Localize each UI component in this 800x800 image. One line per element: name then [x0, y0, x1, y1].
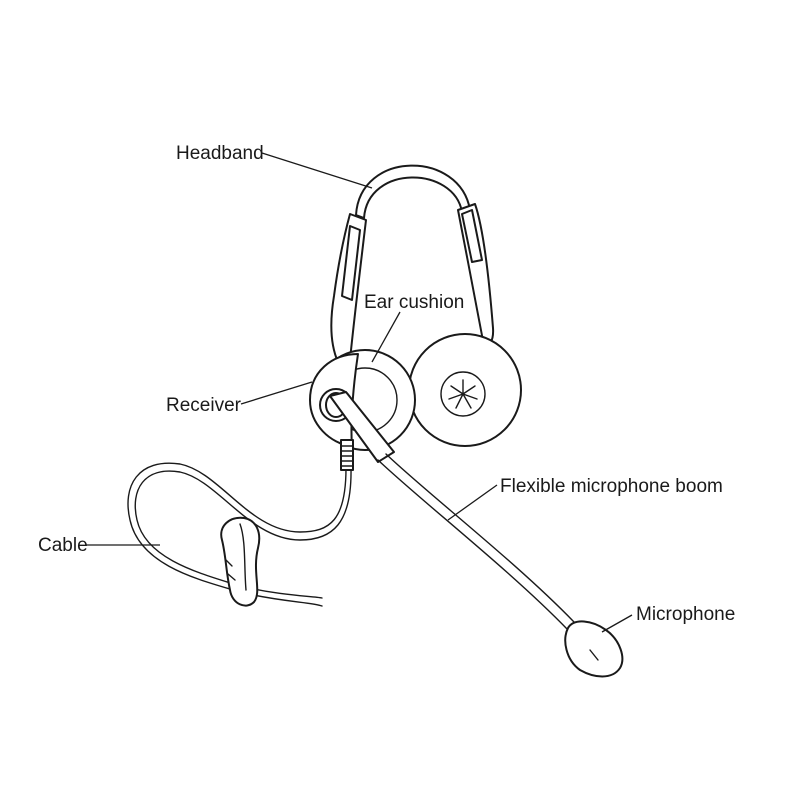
leader-lines — [86, 152, 633, 633]
boom-leader — [447, 484, 498, 521]
ear-cushion-label: Ear cushion — [364, 292, 464, 313]
ear-cushion-leader — [371, 311, 401, 363]
receiver-label: Receiver — [166, 395, 242, 416]
headband-leader — [261, 152, 373, 189]
microphone — [564, 620, 624, 678]
left-slider — [330, 213, 367, 363]
right-earpiece — [408, 203, 522, 447]
boom-label: Flexible microphone boom — [500, 476, 723, 497]
boom-swivel — [329, 391, 395, 471]
headband-label: Headband — [176, 143, 264, 164]
speaker-grille-icon — [448, 379, 478, 409]
microphone-label: Microphone — [636, 604, 735, 625]
cable-clip — [220, 516, 261, 607]
receiver-leader — [240, 381, 313, 405]
microphone-leader — [601, 614, 633, 633]
microphone-boom — [377, 453, 575, 631]
cable-label: Cable — [38, 535, 88, 556]
headband — [355, 164, 471, 219]
